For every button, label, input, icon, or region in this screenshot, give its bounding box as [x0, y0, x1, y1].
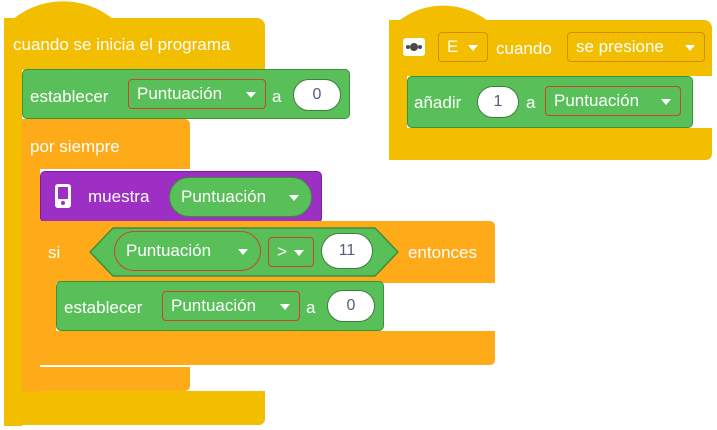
if-then-label: entonces: [408, 243, 477, 262]
operator-dropdown[interactable]: >: [268, 237, 314, 267]
inner-set-variable-value-input[interactable]: 0: [327, 290, 375, 322]
key-dropdown[interactable]: E: [438, 32, 488, 62]
keyboard-icon: [403, 38, 425, 56]
key-event-dropdown[interactable]: se presione: [567, 32, 705, 62]
operator-dropdown-label: >: [277, 242, 287, 261]
set-variable-verb: establecer: [30, 87, 109, 106]
change-variable-verb: añadir: [414, 93, 462, 112]
display-show-label: muestra: [88, 187, 150, 206]
set-variable-connector: a: [272, 87, 282, 106]
script1-bottom-cap: [4, 391, 265, 425]
set-variable-value-input[interactable]: 0: [293, 79, 341, 111]
change-variable-dropdown[interactable]: Puntuación: [545, 86, 681, 116]
set-variable-dropdown[interactable]: Puntuación: [128, 79, 266, 109]
display-icon: [55, 184, 71, 208]
chevron-down-icon: [685, 45, 695, 51]
chevron-down-icon: [238, 249, 248, 255]
if-label: si: [48, 243, 61, 262]
chevron-down-icon: [661, 99, 671, 105]
comparison-left-reporter[interactable]: Puntuación: [114, 231, 261, 271]
key-dropdown-label: E: [447, 37, 459, 56]
chevron-down-icon: [468, 45, 478, 51]
chevron-down-icon: [294, 250, 304, 256]
change-amount-input[interactable]: 1: [477, 86, 519, 118]
inner-set-variable-connector: a: [306, 298, 316, 317]
if-bottom: [40, 331, 495, 365]
script1-spine: [4, 60, 22, 426]
set-variable-dropdown-label: Puntuación: [137, 84, 223, 103]
forever-bottom: [22, 367, 190, 391]
chevron-down-icon: [289, 195, 299, 201]
inner-set-variable-dropdown[interactable]: Puntuación: [162, 291, 300, 321]
comparison-right-input[interactable]: 11: [321, 233, 373, 269]
chevron-down-icon: [280, 304, 290, 310]
forever-label: por siempre: [30, 137, 120, 156]
forever-spine: [22, 160, 40, 392]
key-event-dropdown-label: se presione: [576, 37, 664, 56]
inner-set-variable-verb: establecer: [64, 298, 143, 317]
change-variable-connector: a: [526, 93, 536, 112]
script2-bottom-cap: [389, 128, 712, 160]
comparison-left-label: Puntuación: [126, 241, 212, 260]
display-variable-reporter[interactable]: Puntuación: [169, 177, 312, 217]
display-variable-reporter-label: Puntuación: [181, 187, 267, 206]
inner-set-variable-dropdown-label: Puntuación: [171, 296, 257, 315]
chevron-down-icon: [246, 92, 256, 98]
forever-block[interactable]: [22, 119, 190, 169]
when-program-starts-label: cuando se inicia el programa: [13, 35, 231, 54]
when-program-starts-hat-block[interactable]: [4, 18, 265, 70]
change-variable-dropdown-label: Puntuación: [554, 91, 640, 110]
key-when-label: cuando: [496, 39, 552, 58]
